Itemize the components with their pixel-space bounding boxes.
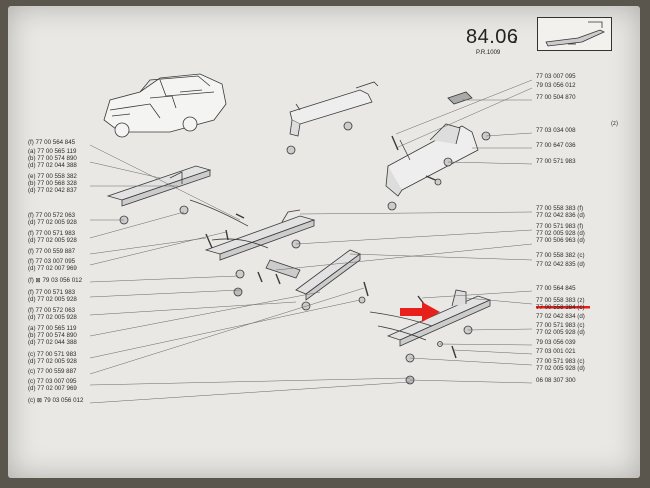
car-sketch-icon xyxy=(103,73,227,138)
part-number-label: (b) 77 00 574 890 xyxy=(28,332,77,339)
part-number-label: 77 00 558 382 (c) xyxy=(536,252,585,259)
part-number-label: (c) 77 00 571 983 xyxy=(28,351,77,358)
header-thumbnail-box xyxy=(537,17,612,51)
slide-rail-lower-center xyxy=(295,249,361,301)
part-number-label: (f) 77 00 564 845 xyxy=(28,139,76,146)
part-number-label: 77 00 571 983 (f) xyxy=(536,223,584,230)
part-number-label: (b) 77 00 574 890 xyxy=(28,155,77,162)
part-number-label: (f) 77 00 559 887 xyxy=(28,248,76,255)
catalog-sheet xyxy=(8,6,640,478)
part-number-label: (b) 77 00 568 328 xyxy=(28,180,77,187)
part-number-label: 79 03 056 039 xyxy=(536,339,576,346)
part-number-label: 77 00 571 983 xyxy=(536,158,576,165)
highlight-underline xyxy=(536,306,590,309)
part-number-label: 77 02 042 834 (d) xyxy=(536,313,585,320)
part-number-label: 77 02 042 835 (d) xyxy=(536,261,585,268)
part-number-label: 77 00 558 383 (z) xyxy=(536,297,585,304)
part-number-label: (a) 77 00 565 119 xyxy=(28,148,77,155)
part-number-label: 77 02 005 928 (d) xyxy=(536,230,585,237)
part-number-label: (d) 77 02 042 837 xyxy=(28,187,77,194)
part-number-label: 77 02 005 928 (d) xyxy=(536,329,585,336)
part-number-label: (d) 77 02 007 969 xyxy=(28,385,77,392)
part-number-label: 77 03 001 021 xyxy=(536,348,576,355)
part-number-label: 77 00 506 963 (d) xyxy=(536,237,585,244)
part-number-label: (a) 77 00 565 119 xyxy=(28,325,77,332)
part-number-label: 77 02 042 836 (d) xyxy=(536,212,585,219)
part-number-label: (f) 77 00 571 983 xyxy=(28,230,76,237)
part-number-label: (d) 77 02 005 928 xyxy=(28,358,77,365)
page-number: 84.06 xyxy=(466,26,519,48)
part-number-label: 77 00 571 983 (c) xyxy=(536,358,585,365)
bracket-mark: (z) xyxy=(611,121,618,127)
part-number-label: (d) 77 02 005 928 xyxy=(28,237,77,244)
part-number-label: (d) 77 02 044 388 xyxy=(28,339,77,346)
highlight-arrow-icon xyxy=(400,302,440,322)
part-number-label: (f) 77 00 572 063 xyxy=(28,307,76,314)
part-number-label: 77 03 034 008 xyxy=(536,127,576,134)
part-number-label: (c) ⊠ 79 03 056 012 xyxy=(28,397,84,404)
part-number-label: 77 00 558 384 (c) xyxy=(536,304,585,311)
part-number-label: 77 00 504 870 xyxy=(536,94,576,101)
slide-rail-center xyxy=(204,209,316,261)
part-number-label: 77 00 571 983 (c) xyxy=(536,322,585,329)
part-number-label: 77 02 005 928 (d) xyxy=(536,365,585,372)
page-sub-number: 1 xyxy=(513,38,517,45)
part-number-label: (f) 77 00 572 063 xyxy=(28,212,76,219)
seat-bracket-top xyxy=(289,81,379,137)
leader-lines xyxy=(89,79,533,404)
part-number-label: (f) 77 03 007 095 xyxy=(28,258,76,265)
part-number-label: (c) 77 00 559 887 xyxy=(28,368,77,375)
slide-rail-left xyxy=(106,165,212,207)
part-number-label: 77 00 564 845 xyxy=(536,285,576,292)
part-number-label: (d) 77 02 044 388 xyxy=(28,162,77,169)
page-reference: P.R.1009 xyxy=(476,50,501,56)
part-number-label: (d) 77 02 005 928 xyxy=(28,296,77,303)
seat-rail-thumbnail-icon xyxy=(545,21,605,47)
part-number-label: (c) 77 03 007 095 xyxy=(28,378,77,385)
seat-bracket-right xyxy=(385,91,479,197)
part-number-label: (e) 77 00 558 382 xyxy=(28,173,77,180)
part-number-label: 77 03 007 095 xyxy=(536,73,576,80)
part-number-label: (d) 77 02 005 928 xyxy=(28,314,77,321)
part-number-label: 06 08 307 300 xyxy=(536,377,576,384)
part-number-label: (f) 77 00 571 983 xyxy=(28,289,76,296)
part-number-label: (d) 77 02 007 969 xyxy=(28,265,77,272)
part-number-label: (d) 77 02 005 928 xyxy=(28,219,77,226)
part-number-label: 79 03 056 012 xyxy=(536,82,576,89)
part-number-label: 77 00 647 036 xyxy=(536,142,576,149)
part-number-label: 77 00 558 383 (f) xyxy=(536,205,584,212)
part-number-label: (f) ⊠ 79 03 056 012 xyxy=(28,277,83,284)
